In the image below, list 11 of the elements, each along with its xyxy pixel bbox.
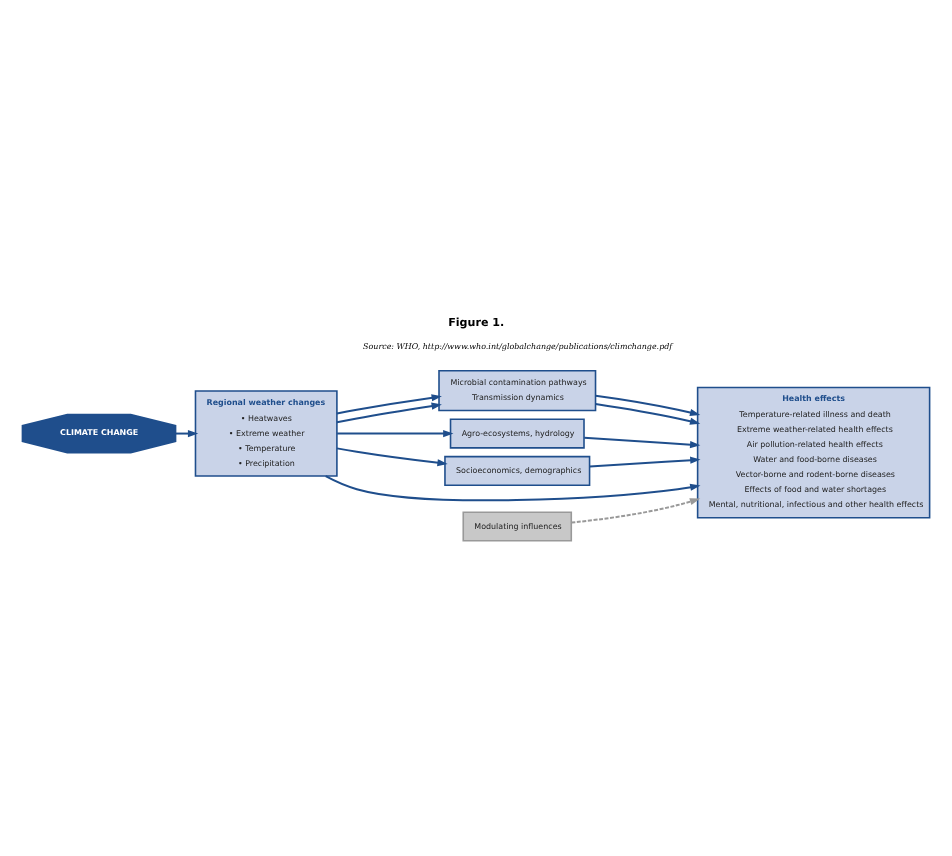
- arrow: [336, 402, 442, 424]
- arrow: [324, 475, 701, 502]
- arrow: [174, 429, 199, 438]
- arrow: [588, 456, 701, 468]
- arrow: [336, 447, 448, 467]
- arrow: [570, 498, 701, 524]
- arrow: [594, 402, 701, 425]
- arrow: [336, 394, 442, 415]
- arrow: [583, 436, 701, 449]
- arrow: [594, 394, 701, 417]
- arrow: [336, 429, 454, 438]
